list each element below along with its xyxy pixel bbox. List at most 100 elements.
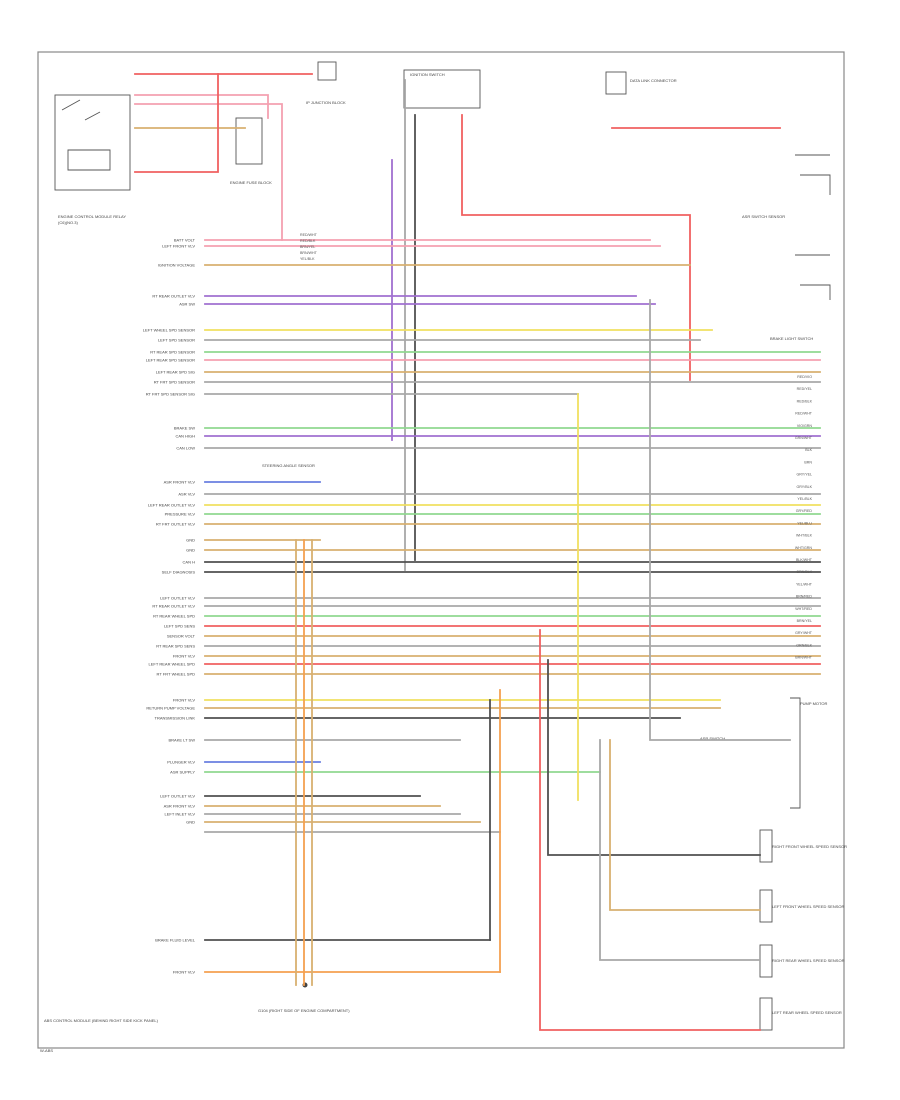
- fuse-block-label: ENGINE FUSE BLOCK: [230, 180, 272, 185]
- right-pin-label: BRN: [804, 460, 812, 464]
- left-pin-label: RT REAR SPD SENS: [156, 644, 195, 649]
- left-pin-label: LEFT REAR OUTLET VLV: [148, 503, 195, 508]
- rr-sensor-box: [759, 944, 773, 978]
- left-pin-label: ASR FRONT VLV: [164, 804, 196, 809]
- ecm-relay-group: ENGINE CONTROL MODULE RELAY (C6)(NO.3): [54, 94, 131, 225]
- left-pin-label: GND: [186, 820, 195, 825]
- right-pin-label: BRN/WHT: [795, 656, 813, 660]
- ip-junction-group: IP JUNCTION BLOCK: [306, 61, 346, 105]
- left-pin-label: FRONT VLV: [173, 654, 195, 659]
- footer-label: W-ABS: [40, 1048, 53, 1053]
- left-pin-label: LEFT REAR SPD SIG: [156, 370, 195, 375]
- fuse-block-group: ENGINE FUSE BLOCK: [230, 117, 272, 185]
- asr-switch-label: ASR SWITCH: [700, 736, 725, 741]
- right-pin-label: YEL/BLU: [797, 521, 812, 525]
- wire-vert-red-1: [461, 114, 691, 381]
- wire-relay-out-2: [134, 103, 283, 241]
- left-pin-label: RETURN PUMP VOLTAGE: [146, 706, 195, 711]
- lr-sensor-label: LEFT REAR WHEEL SPEED SENSOR: [772, 1010, 842, 1015]
- rf-sensor-box: [759, 829, 773, 863]
- left-pin-label: LEFT REAR WHEEL SPD: [149, 662, 196, 667]
- right-pin-label: GRY/BLK: [796, 485, 812, 489]
- left-pin-label: FRONT VLV: [173, 970, 195, 975]
- left-pin-label: LEFT REAR SPD SENSOR: [146, 358, 195, 363]
- mid-wire-label: BRN/WHT: [300, 251, 318, 255]
- wires-layer: [134, 73, 821, 1031]
- mid-wire-label: RED/WHT: [300, 233, 318, 237]
- left-pin-label: RT FRT SPD SENSOR SIG: [146, 392, 195, 397]
- wire-lr-sensor: [539, 629, 761, 1031]
- left-pin-label: CAN HIGH: [175, 434, 195, 439]
- right-pin-label: BRN/YEL: [797, 619, 812, 623]
- ground-label: G104 (RIGHT SIDE OF ENGINE COMPARTMENT): [258, 1008, 350, 1013]
- right-pin-label: BLK: [805, 448, 812, 452]
- left-pin-label: BRAKE SW: [174, 426, 195, 431]
- mid-wire-label: YEL/BLK: [300, 257, 315, 261]
- steering-sensor-label: STEERING ANGLE SENSOR: [262, 463, 315, 468]
- rr-sensor-label: RIGHT REAR WHEEL SPEED SENSOR: [772, 958, 845, 963]
- right-pin-label: BLK/WHT: [796, 558, 813, 562]
- mid-wire-label: BRN/YEL: [300, 245, 315, 249]
- left-pin-label: GND: [186, 548, 195, 553]
- right-pin-label: GRY/RED: [796, 509, 813, 513]
- left-pin-label: SELF DIAGNOSIS: [162, 570, 196, 575]
- left-pin-label: RT REAR OUTLET VLV: [152, 294, 195, 299]
- rf-sensor-label: RIGHT FRONT WHEEL SPEED SENSOR: [772, 844, 847, 849]
- right-pin-label: RED/WHT: [795, 412, 813, 416]
- data-link-group: DATA LINK CONNECTOR: [605, 71, 677, 95]
- left-pin-label: RT REAR OUTLET VLV: [152, 604, 195, 609]
- wire-lf-sensor: [609, 739, 761, 911]
- left-pin-label: BRAKE FLUID LEVEL: [155, 938, 196, 943]
- left-pin-label: TRANSMISSION LINK: [155, 716, 196, 721]
- left-pin-label: BATT VOLT: [174, 238, 196, 243]
- switch-group: ASR SWITCH SENSOR BRAKE LIGHT SWITCH: [742, 154, 831, 341]
- diagram-frame: [37, 51, 845, 1049]
- ecm-relay-sublabel: (C6)(NO.3): [58, 220, 78, 225]
- lf-sensor-label: LEFT FRONT WHEEL SPEED SENSOR: [772, 904, 844, 909]
- left-pin-label: RT REAR WHEEL SPD: [153, 614, 195, 619]
- right-pin-label: GRY/YEL: [796, 473, 812, 477]
- switch-block-label: ASR SWITCH SENSOR: [742, 214, 785, 219]
- left-pin-label: SENSOR VOLT: [167, 634, 196, 639]
- right-pin-label: RED/VIO: [797, 375, 812, 379]
- switch-contacts-top: [795, 154, 831, 195]
- left-pin-label: RT REAR SPD SENSOR: [150, 350, 195, 355]
- right-pin-label: RED/YEL: [797, 387, 812, 391]
- left-pin-label: LEFT SPD SENSOR: [158, 338, 195, 343]
- left-pin-label: GND: [186, 538, 195, 543]
- left-pin-label: LEFT OUTLET VLV: [160, 794, 195, 799]
- ignition-label: IGNITION SWITCH: [410, 72, 445, 77]
- lr-sensor-box: [759, 997, 773, 1031]
- wire-asr-sw: [649, 299, 791, 741]
- abs-module-label: ABS CONTROL MODULE (BEHIND RIGHT SIDE KI…: [44, 1018, 159, 1023]
- ip-junction-box: [317, 61, 337, 81]
- left-pin-label: CAN H: [183, 560, 196, 565]
- left-pin-label: ASR VLV: [178, 492, 195, 497]
- brake-switch-label: BRAKE LIGHT SWITCH: [770, 336, 813, 341]
- left-pin-label: PLUNGER VLV: [167, 760, 195, 765]
- ground-group: G104 (RIGHT SIDE OF ENGINE COMPARTMENT): [258, 982, 350, 1013]
- right-pin-label: RED/BLK: [797, 399, 813, 403]
- left-pin-label: RT FRT OUTLET VLV: [156, 522, 195, 527]
- right-pin-label: YEL/WHT: [796, 582, 813, 586]
- ignition-box: [403, 69, 481, 109]
- right-pin-label: GRN/WHT: [795, 436, 813, 440]
- left-pin-label: RT FRT WHEEL SPD: [157, 672, 196, 677]
- pump-motor-label: PUMP MOTOR: [800, 701, 828, 706]
- left-pin-label: FRONT VLV: [173, 698, 195, 703]
- right-pin-label: GRY/WHT: [795, 631, 813, 635]
- wire-rr-sensor: [599, 739, 761, 961]
- left-pin-label: LEFT INLET VLV: [165, 812, 196, 817]
- left-pin-label: LEFT FRONT VLV: [162, 244, 195, 249]
- data-link-label: DATA LINK CONNECTOR: [630, 78, 677, 83]
- right-pin-label: YEL/BLK: [797, 497, 812, 501]
- right-pin-label: BRN/RED: [796, 595, 813, 599]
- relay-contacts: [61, 99, 101, 121]
- right-pin-label: ORN/BLK: [796, 643, 812, 647]
- right-pin-label: BRN/BLK: [797, 570, 813, 574]
- left-pin-label: LEFT OUTLET VLV: [160, 596, 195, 601]
- left-pin-label: BRAKE LT SW: [168, 738, 195, 743]
- wire-rf-sensor: [547, 659, 761, 856]
- abs-module-bracket: [790, 697, 801, 809]
